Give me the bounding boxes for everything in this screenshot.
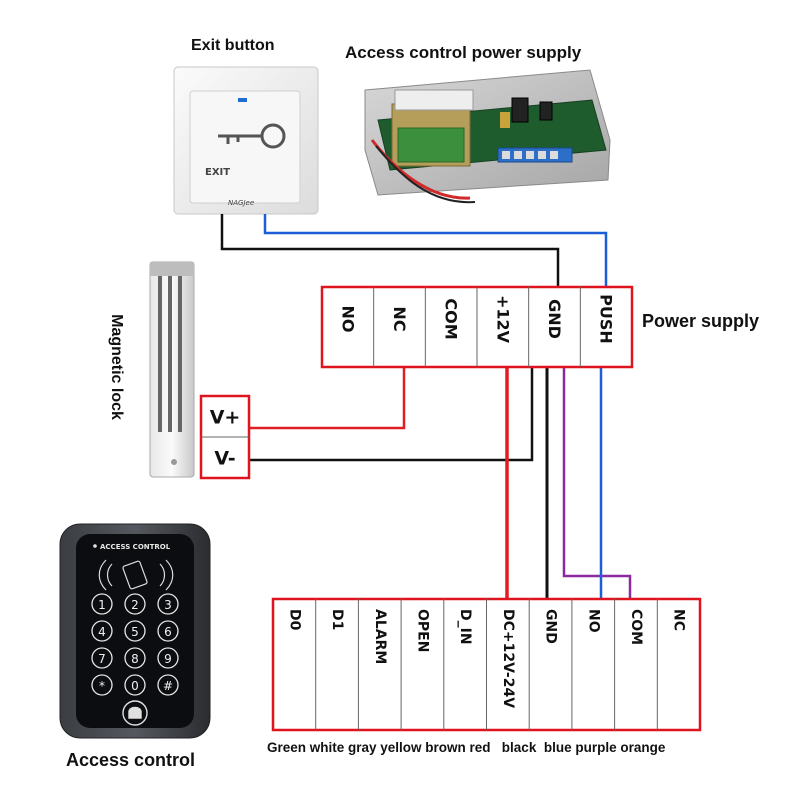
power-terminal-label: +12V <box>493 295 512 344</box>
controller-terminals: D0 D1 ALARM OPEN D_IN DC+12V-24V GND NO COM NC <box>271 597 702 732</box>
lock-terminal-label: V- <box>214 448 235 470</box>
access-control-power-supply-label: Access control power supply <box>345 43 582 62</box>
controller-terminal-label: D0 <box>286 609 302 631</box>
magnetic-lock-device <box>149 261 195 478</box>
keypad-key-label: 9 <box>164 652 172 666</box>
bell-icon <box>122 700 148 726</box>
exit-text: EXIT <box>205 167 230 178</box>
power-terminal-label: PUSH <box>597 294 616 344</box>
controller-terminal-label: COM <box>628 609 644 645</box>
wire-exit-push <box>263 214 608 290</box>
wire-gnd-vminus <box>249 366 534 462</box>
power-terminal-label: GND <box>545 299 564 339</box>
controller-terminal-label: ALARM <box>372 609 388 664</box>
wire-exit-gnd <box>220 214 560 290</box>
keypad-key-label: # <box>163 679 173 693</box>
access-control-keypad: ACCESS CONTROL 1 2 3 4 5 6 7 8 9 * 0 # <box>59 523 211 739</box>
wire-colors-label: Green white gray yellow brown red black … <box>267 740 666 755</box>
controller-terminal-label: NO <box>585 609 601 633</box>
power-terminal-label: COM <box>442 298 461 339</box>
brand-text: NAGJee <box>228 199 254 207</box>
keypad-key-label: * <box>99 679 105 693</box>
keypad-header: ACCESS CONTROL <box>100 543 171 551</box>
keypad-key <box>157 620 179 642</box>
exit-button-device: EXIT NAGJee <box>173 66 319 215</box>
keypad-key <box>157 593 179 615</box>
keypad-key-label: 1 <box>98 598 106 612</box>
keypad-key <box>124 647 146 669</box>
controller-terminal-label: NC <box>671 609 687 631</box>
power-terminal-label: NC <box>390 306 409 331</box>
keypad-key-label: 6 <box>164 625 172 639</box>
power-supply-device <box>364 69 611 204</box>
power-supply-terminals: NO NC COM +12V GND PUSH <box>320 285 634 369</box>
wire-gnd-com <box>562 366 632 600</box>
controller-terminal-label: D1 <box>329 609 345 630</box>
power-supply-label: Power supply <box>642 311 760 331</box>
magnetic-lock-terminals: V+ V- <box>199 394 251 480</box>
lock-terminal-label: V+ <box>210 407 241 429</box>
keypad-key <box>124 674 146 696</box>
keypad-key <box>124 593 146 615</box>
power-terminal-label: NO <box>338 306 357 333</box>
rfid-icon <box>98 559 174 591</box>
keypad-key <box>91 593 113 615</box>
keypad-key <box>124 620 146 642</box>
key-icon <box>218 123 286 149</box>
keypad-key <box>157 647 179 669</box>
keypad-key-label: 8 <box>131 652 139 666</box>
keypad-key <box>91 647 113 669</box>
wires <box>220 214 632 600</box>
keypad-key-label: 0 <box>131 679 139 693</box>
keypad-key <box>91 620 113 642</box>
wire-nc-vplus <box>249 366 406 430</box>
controller-terminal-label: D_IN <box>457 609 473 645</box>
keypad-key <box>157 674 179 696</box>
keypad-key-label: 5 <box>131 625 139 639</box>
keypad-key <box>91 674 113 696</box>
keypad-key-label: 4 <box>98 625 106 639</box>
keypad-key-label: 7 <box>98 652 106 666</box>
access-control-label: Access control <box>66 750 196 770</box>
keypad-key-label: 3 <box>164 598 172 612</box>
exit-button-label: Exit button <box>191 37 275 54</box>
keypad-key-label: 2 <box>131 598 139 612</box>
controller-terminal-label: DC+12V-24V <box>500 609 516 708</box>
controller-terminal-label: OPEN <box>414 609 430 652</box>
controller-terminal-label: GND <box>543 609 559 644</box>
